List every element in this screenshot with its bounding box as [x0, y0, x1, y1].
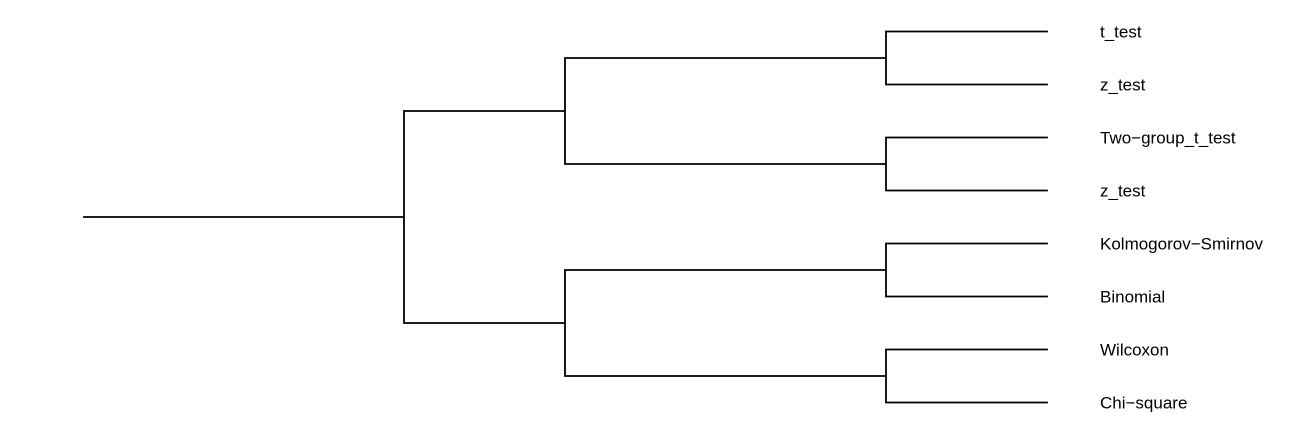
leaf-label-chi-square: Chi−square	[1100, 393, 1188, 412]
leaf-label-z-test-2: z_test	[1100, 181, 1146, 200]
leaf-label-wilcoxon: Wilcoxon	[1100, 340, 1169, 359]
leaf-label-t-test: t_test	[1100, 22, 1142, 41]
leaf-label-kolmogorov-smirnov: Kolmogorov−Smirnov	[1100, 234, 1263, 253]
leaf-label-z-test-1: z_test	[1100, 75, 1146, 94]
leaf-label-two-group-t-test: Two−group_t_test	[1100, 128, 1236, 147]
branch-lines	[83, 30, 1048, 404]
leaf-label-binomial: Binomial	[1100, 287, 1166, 306]
